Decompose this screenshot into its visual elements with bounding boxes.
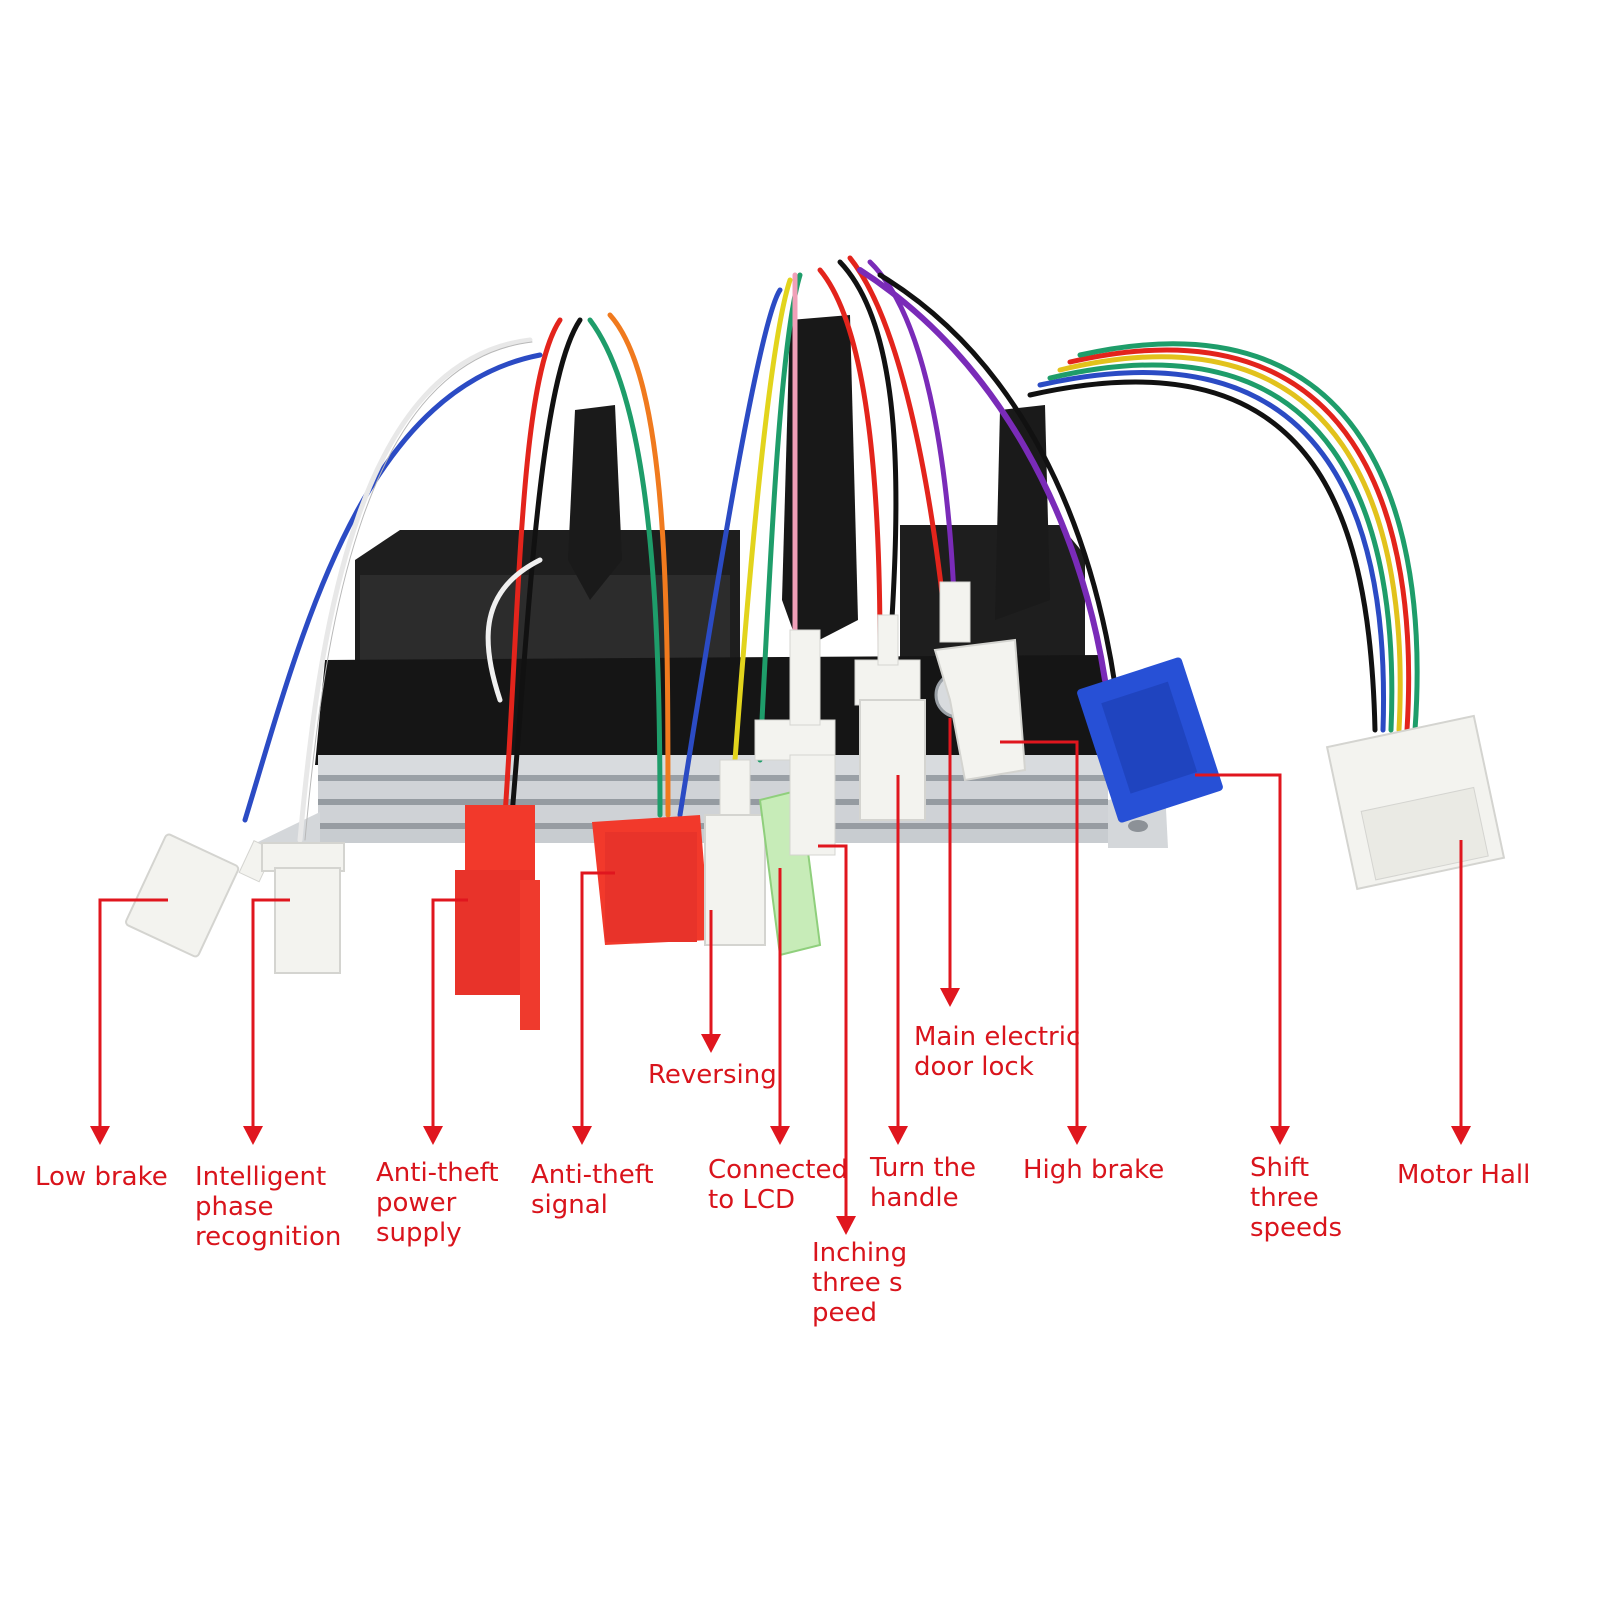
label-turn-handle: Turn the handle — [870, 1153, 977, 1213]
reversing-connector — [704, 759, 766, 946]
label-connected-lcd: Connected to LCD — [708, 1155, 849, 1215]
label-high-brake: High brake — [1023, 1155, 1165, 1185]
label-main-lock: Main electric door lock — [914, 1022, 1081, 1082]
label-reversing: Reversing — [648, 1060, 777, 1090]
door-lock-connector — [933, 581, 1027, 782]
label-inching: Inching three s peed — [812, 1238, 908, 1328]
label-antitheft-signal: Anti-theft signal — [531, 1160, 654, 1220]
motor-hall-connector — [1325, 714, 1506, 891]
label-motor-hall: Motor Hall — [1397, 1160, 1531, 1190]
leader-lines — [90, 718, 1471, 1235]
connectors — [125, 581, 1506, 1030]
wire-bundle — [242, 255, 1420, 843]
shift-speeds-connector — [1077, 657, 1223, 823]
antitheft-power-connector — [455, 805, 540, 1030]
label-intelligent-phase: Intelligent phase recognition — [195, 1162, 342, 1252]
phase-connector — [261, 842, 345, 974]
label-low-brake: Low brake — [35, 1162, 168, 1192]
turn-handle-connector — [854, 614, 926, 821]
label-shift-speeds: Shift three speeds — [1250, 1153, 1343, 1243]
label-antitheft-power: Anti-theft power supply — [376, 1158, 499, 1248]
antitheft-signal-connector — [592, 815, 710, 945]
inching-connector — [754, 629, 836, 856]
